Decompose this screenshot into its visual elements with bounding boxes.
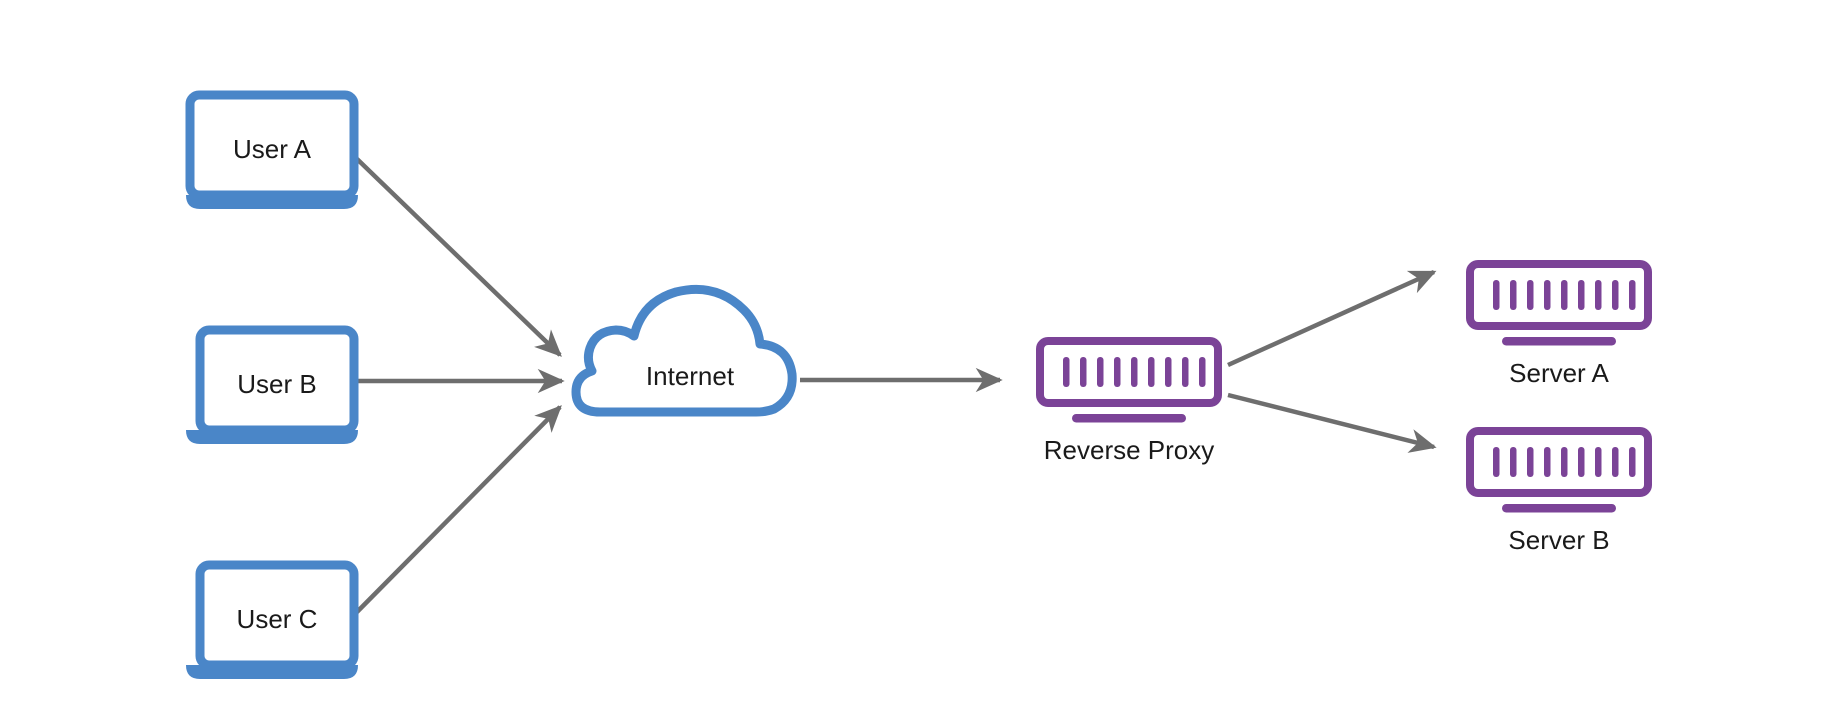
laptop-base-icon: [186, 430, 358, 444]
server-icon: [1466, 260, 1652, 330]
laptop-base-icon: [186, 195, 358, 209]
server-bars-icon: [1493, 447, 1636, 477]
node-reverse-proxy[interactable]: [1036, 337, 1222, 423]
server-stand-icon: [1072, 414, 1186, 423]
server-bars-icon: [1493, 280, 1636, 310]
cloud-icon: [571, 284, 797, 417]
connector-user-a-to-internet: [354, 156, 562, 357]
connector-user-c-to-internet: [354, 405, 562, 615]
server-icon: [1466, 427, 1652, 497]
connector-proxy-to-server-b: [1227, 392, 1437, 453]
laptop-icon: [185, 90, 359, 200]
server-bars-icon: [1063, 357, 1206, 387]
laptop-base-icon: [186, 665, 358, 679]
laptop-icon: [195, 560, 359, 670]
server-stand-icon: [1502, 504, 1616, 513]
clients-layer: [185, 90, 359, 679]
node-user-c[interactable]: [186, 560, 359, 679]
node-user-a[interactable]: [185, 90, 359, 209]
laptop-icon: [195, 325, 359, 435]
node-server-b[interactable]: [1466, 427, 1652, 513]
node-server-a[interactable]: [1466, 260, 1652, 346]
server-icon: [1036, 337, 1222, 407]
node-user-b[interactable]: [186, 325, 359, 444]
node-internet[interactable]: [571, 284, 797, 417]
server-stand-icon: [1502, 337, 1616, 346]
connections-layer: [354, 156, 1437, 615]
connector-proxy-to-server-a: [1227, 269, 1437, 368]
